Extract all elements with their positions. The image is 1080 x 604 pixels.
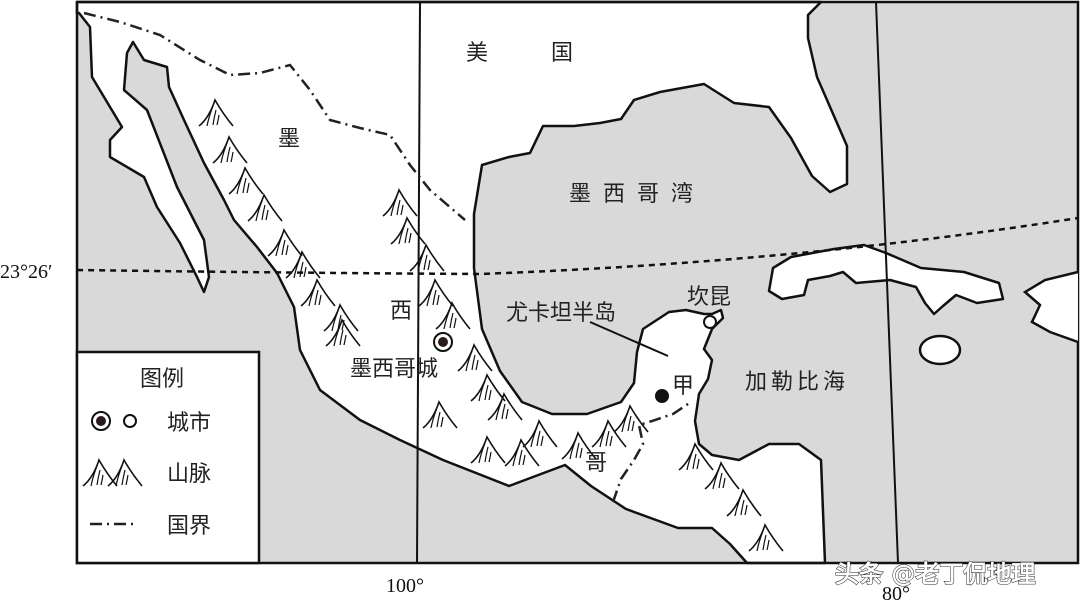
mexico-city-marker	[433, 332, 453, 352]
city-icon	[91, 411, 137, 431]
jamaica	[918, 334, 962, 366]
label-cancun: 坎昆	[687, 285, 731, 310]
label-gulf-of-mexico: 墨西哥湾	[569, 182, 705, 207]
label-mexico-city: 墨西哥城	[350, 357, 438, 382]
label-point-jia: 甲	[672, 374, 694, 399]
meridian-80	[875, 1, 899, 564]
legend-label-mountain: 山脉	[167, 462, 211, 487]
legend-title: 图例	[140, 367, 184, 392]
label-caribbean-sea: 加勒比海	[745, 370, 849, 395]
point-jia-marker	[655, 389, 669, 403]
label-mexico-2: 西	[390, 299, 412, 324]
meridian-label-80: 80°	[882, 583, 910, 604]
meridian-100	[416, 1, 421, 564]
label-mexico-3: 哥	[585, 451, 607, 476]
cancun-marker	[703, 315, 717, 329]
legend-label-city: 城市	[167, 411, 211, 436]
hispaniola	[1022, 270, 1079, 344]
watermark: 头条 @老丁侃地理	[835, 560, 1035, 588]
legend-label-border: 国界	[167, 514, 211, 539]
label-usa-1: 美	[466, 41, 488, 66]
latitude-label: 23°26′	[0, 261, 52, 283]
label-usa-2: 国	[551, 41, 573, 66]
border-mexico-guatemala	[611, 400, 692, 503]
legend: 图例 城市 山脉 国界	[75, 350, 261, 565]
label-yucatan: 尤卡坦半岛	[506, 301, 616, 326]
label-mexico-1: 墨	[278, 127, 300, 152]
mainland	[75, 0, 849, 565]
yucatan-leader-line	[589, 321, 669, 357]
meridian-label-100: 100°	[386, 575, 424, 597]
